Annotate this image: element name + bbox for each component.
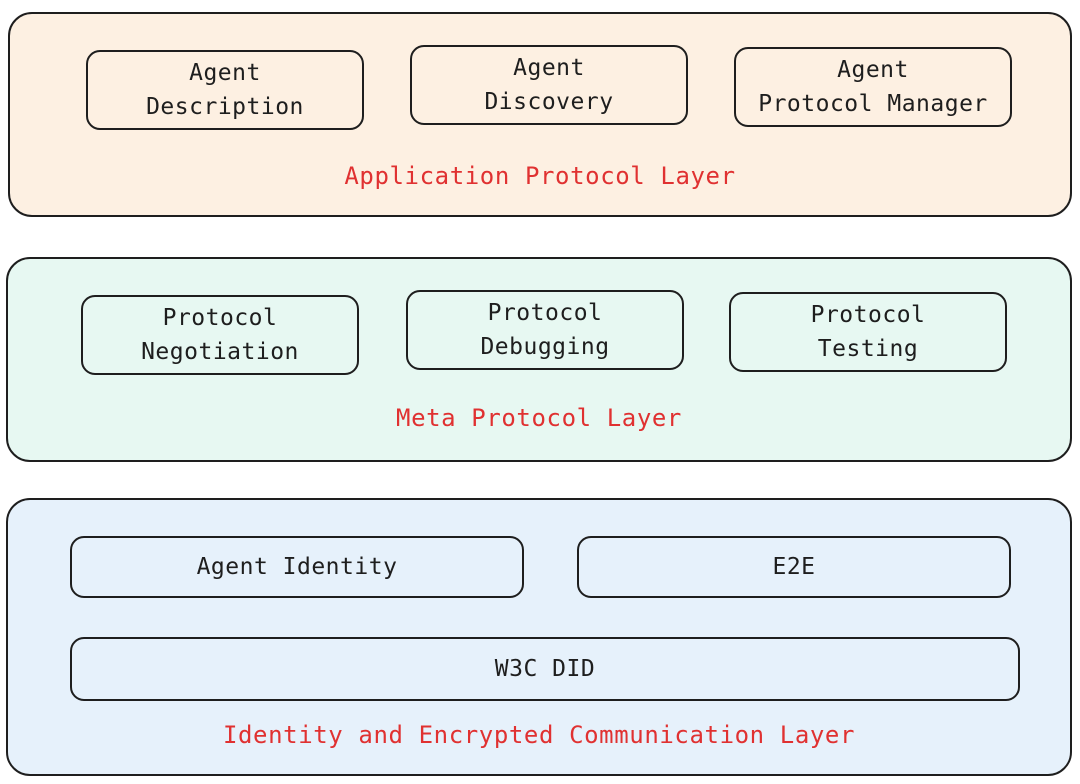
identity-layer-label: Identity and Encrypted Communication Lay…	[222, 721, 856, 749]
protocol-debugging-box: Protocol Debugging	[406, 290, 684, 370]
meta-layer-label: Meta Protocol Layer	[396, 404, 682, 432]
agent-discovery-box: Agent Discovery	[410, 45, 688, 125]
meta-protocol-layer: Protocol Negotiation Protocol Debugging …	[6, 257, 1072, 462]
e2e-label: E2E	[772, 554, 816, 580]
protocol-negotiation-box: Protocol Negotiation	[81, 295, 359, 375]
agent-protocol-manager-box: Agent Protocol Manager	[734, 47, 1012, 127]
protocol-testing-label: Protocol Testing	[810, 302, 926, 362]
agent-identity-box: Agent Identity	[70, 536, 524, 598]
protocol-negotiation-label: Protocol Negotiation	[141, 305, 299, 365]
w3c-did-label: W3C DID	[494, 656, 596, 682]
agent-protocol-manager-label: Agent Protocol Manager	[758, 57, 988, 117]
application-protocol-layer: Agent Description Agent Discovery Agent …	[8, 12, 1072, 217]
identity-encrypted-communication-layer: Agent Identity E2E W3C DID Identity and …	[6, 498, 1072, 776]
application-layer-label: Application Protocol Layer	[344, 162, 736, 190]
protocol-debugging-label: Protocol Debugging	[480, 300, 610, 360]
agent-description-label: Agent Description	[146, 60, 304, 120]
w3c-did-box: W3C DID	[70, 637, 1020, 701]
protocol-testing-box: Protocol Testing	[729, 292, 1007, 372]
e2e-box: E2E	[577, 536, 1011, 598]
agent-identity-label: Agent Identity	[196, 554, 398, 580]
agent-description-box: Agent Description	[86, 50, 364, 130]
agent-discovery-label: Agent Discovery	[484, 55, 614, 115]
